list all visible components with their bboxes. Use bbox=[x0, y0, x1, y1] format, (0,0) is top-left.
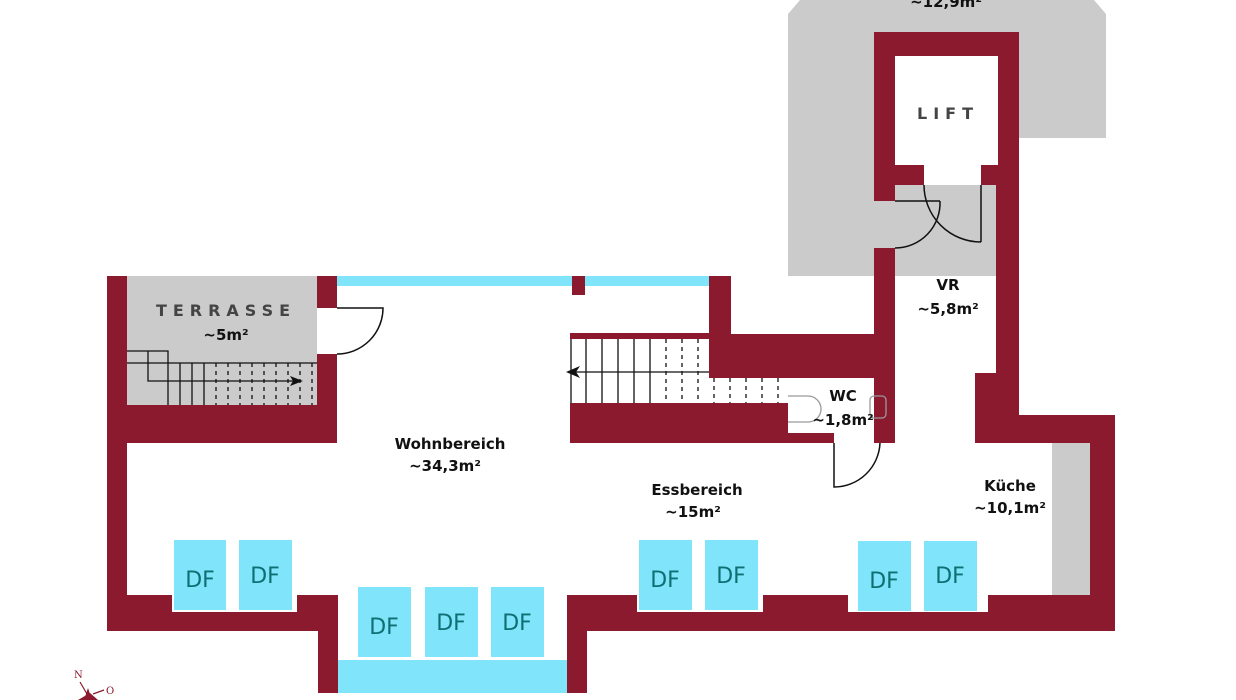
south-wall-east-b bbox=[587, 612, 1115, 631]
south-wall-east-c bbox=[763, 595, 848, 615]
terrasse-wall-right-top bbox=[317, 276, 337, 308]
terrasse-stair-arrow-icon bbox=[290, 376, 303, 386]
svg-text:DF: DF bbox=[869, 569, 899, 594]
wc-area: ~1,8m² bbox=[812, 411, 873, 429]
terrasse-wall-bottom bbox=[127, 405, 337, 443]
svg-text:O: O bbox=[106, 686, 114, 697]
wall-north-east-pier bbox=[709, 276, 731, 334]
bay-wall-right bbox=[567, 595, 587, 693]
svg-text:DF: DF bbox=[502, 611, 532, 636]
wc-wall-bottom-left bbox=[788, 433, 834, 443]
kueche-label: Küche bbox=[984, 477, 1036, 495]
stair-arrow-icon bbox=[566, 366, 580, 378]
svg-text:N: N bbox=[74, 670, 83, 681]
sink-icon bbox=[869, 395, 887, 419]
wohnbereich-label: Wohnbereich bbox=[395, 435, 506, 453]
toilet-icon bbox=[788, 395, 822, 423]
south-wall-west-lower bbox=[120, 612, 318, 631]
terrasse-stairs bbox=[127, 350, 317, 405]
wc-door bbox=[833, 442, 881, 488]
lift-door-left bbox=[894, 200, 941, 249]
essbereich-area: ~15m² bbox=[665, 503, 721, 521]
svg-text:DF: DF bbox=[250, 564, 280, 589]
essbereich-label: Essbereich bbox=[651, 481, 742, 499]
vr-label: VR bbox=[936, 276, 960, 294]
stair-wall-top bbox=[570, 333, 710, 339]
lift-door-gap bbox=[924, 165, 981, 185]
wall-block-center bbox=[709, 334, 895, 378]
terrasse-door bbox=[336, 307, 384, 355]
skylight: DF bbox=[705, 540, 758, 610]
lift-interior bbox=[895, 56, 998, 165]
window-mullion bbox=[572, 276, 585, 295]
bay-window bbox=[338, 660, 567, 693]
svg-text:DF: DF bbox=[650, 568, 680, 593]
kitchen-wall-right bbox=[1090, 415, 1115, 630]
skylight: DF bbox=[174, 540, 226, 610]
terrasse-floor bbox=[127, 276, 317, 406]
terrasse-area: ~5m² bbox=[203, 326, 248, 344]
vr-wall-left-upper bbox=[874, 185, 895, 201]
svg-text:DF: DF bbox=[369, 615, 399, 640]
skylight: DF bbox=[639, 540, 692, 610]
svg-text:DF: DF bbox=[716, 564, 746, 589]
skylight: DF bbox=[858, 541, 911, 611]
compass-icon: N O bbox=[74, 670, 114, 700]
svg-text:DF: DF bbox=[436, 611, 466, 636]
lift-door-right bbox=[923, 184, 982, 243]
terrasse-wall-right-bottom bbox=[317, 354, 337, 409]
lift-label: LIFT bbox=[917, 104, 979, 123]
south-wall-east-d bbox=[988, 595, 1090, 615]
vr-area: ~5,8m² bbox=[917, 300, 978, 318]
stair-wall-bottom bbox=[570, 403, 788, 443]
skylight: DF bbox=[358, 587, 411, 657]
window-north bbox=[337, 276, 709, 286]
top-area-label: ~12,9m² bbox=[910, 0, 982, 11]
skylight: DF bbox=[425, 587, 478, 657]
vr-wall-right-step bbox=[975, 373, 1019, 415]
wc-label: WC bbox=[829, 387, 857, 405]
bay-wall-left bbox=[318, 595, 338, 693]
terrasse-label: TERRASSE bbox=[156, 301, 296, 320]
skylight: DF bbox=[491, 587, 544, 657]
svg-text:DF: DF bbox=[185, 568, 215, 593]
skylight: DF bbox=[239, 540, 292, 610]
wohnbereich-area: ~34,3m² bbox=[409, 457, 481, 475]
kueche-area: ~10,1m² bbox=[974, 499, 1046, 517]
svg-text:DF: DF bbox=[935, 564, 965, 589]
wc-wall-right bbox=[888, 378, 895, 443]
west-wall bbox=[107, 276, 127, 631]
kitchen-counter bbox=[1052, 443, 1090, 595]
skylight: DF bbox=[924, 541, 977, 611]
vr-wall-right bbox=[996, 185, 1019, 373]
